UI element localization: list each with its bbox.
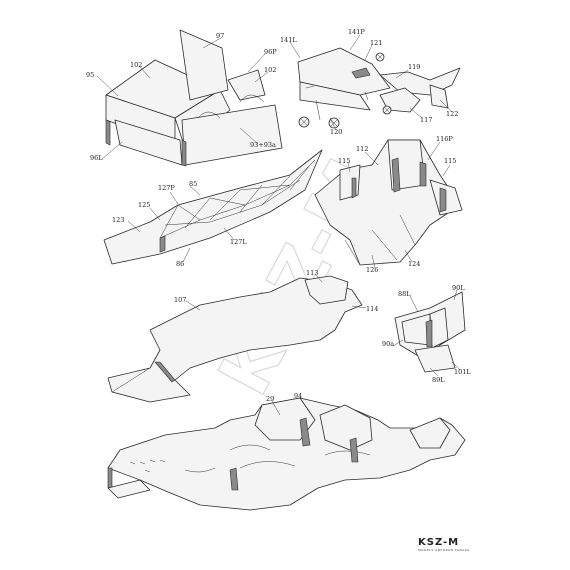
part-group-123 — [103, 149, 323, 265]
label-102a: 102 — [130, 61, 142, 69]
label-102b: 102 — [264, 66, 276, 74]
label-101L: 101L — [454, 368, 471, 376]
logo-text: KSZ-M — [418, 537, 459, 548]
label-126: 126 — [366, 266, 378, 274]
label-90L: 90L — [452, 284, 465, 292]
part-group-90 — [394, 291, 466, 373]
part-group-29 — [107, 397, 466, 511]
label-90a: 90a — [382, 340, 394, 348]
label-29: 29 — [266, 395, 274, 403]
label-88L: 88L — [398, 290, 411, 298]
label-115b: 115 — [444, 157, 456, 165]
label-117: 117 — [420, 116, 432, 124]
label-141P: 141P — [348, 28, 365, 36]
part-group-97 — [105, 29, 283, 167]
label-122: 122 — [446, 110, 458, 118]
label-89L: 89L — [432, 376, 445, 384]
label-93: 93+93a — [250, 141, 276, 149]
leader-lines — [96, 34, 461, 416]
label-124: 124 — [408, 260, 420, 268]
label-121: 121 — [370, 39, 382, 47]
part-group-107 — [107, 275, 363, 403]
label-97: 97 — [216, 32, 224, 40]
label-114: 114 — [366, 305, 378, 313]
label-112: 112 — [356, 145, 368, 153]
part-group-124 — [314, 139, 463, 266]
label-127P: 127P — [158, 184, 175, 192]
brand-logo: KSZ-M MODELS ANFORAN TANAKA — [418, 537, 470, 552]
label-116P: 116P — [436, 135, 453, 143]
label-115a: 115 — [338, 157, 350, 165]
label-120: 120 — [330, 128, 342, 136]
logo-tagline: MODELS ANFORAN TANAKA — [418, 548, 470, 552]
label-96L: 96L — [90, 154, 103, 162]
label-86: 86 — [176, 260, 184, 268]
label-95: 95 — [86, 71, 94, 79]
part-labels: 97 102 96P 95 102 96L 93+93a 141L 141P 1… — [86, 28, 471, 403]
label-113: 113 — [306, 269, 318, 277]
label-123: 123 — [112, 216, 124, 224]
label-141L: 141L — [280, 36, 297, 44]
part-group-121 — [297, 47, 461, 129]
label-85: 85 — [189, 180, 197, 188]
label-94: 94 — [294, 392, 302, 400]
label-107: 107 — [174, 296, 186, 304]
label-96P: 96P — [264, 48, 277, 56]
label-125: 125 — [138, 201, 150, 209]
label-119: 119 — [408, 63, 420, 71]
label-127L: 127L — [230, 238, 247, 246]
